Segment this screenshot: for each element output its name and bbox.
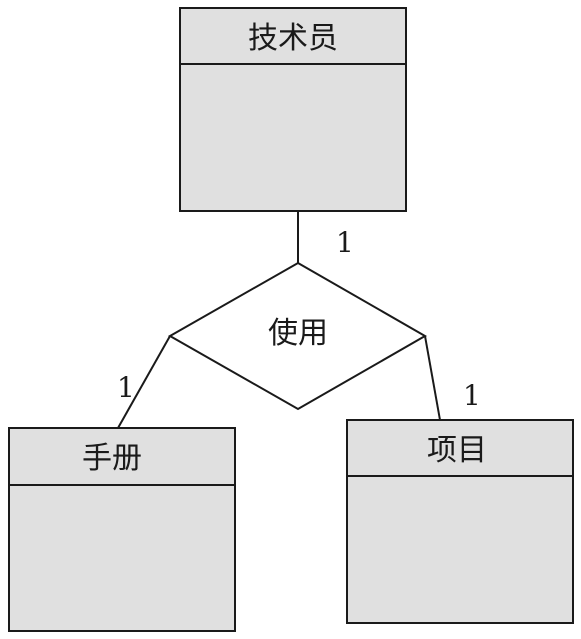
entity-manual-name: 手册 [82, 441, 142, 476]
entity-technician-box [179, 7, 407, 212]
cardinality-manual: 1 [117, 371, 135, 404]
relationship-use-name: 使用 [268, 316, 328, 351]
cardinality-project: 1 [463, 379, 481, 412]
entity-technician[interactable]: 技术员 [179, 7, 407, 212]
relationship-use-diamond [167, 261, 428, 411]
entity-technician-name: 技术员 [248, 21, 338, 56]
manual-connector [117, 335, 171, 429]
entity-manual[interactable]: 手册 [8, 427, 236, 632]
entity-manual-box [8, 427, 236, 632]
connectors [117, 211, 441, 429]
entity-project-box [346, 419, 574, 624]
entity-project[interactable]: 项目 [346, 419, 574, 624]
relationship-use[interactable]: 使用 [167, 261, 428, 411]
cardinality-technician: 1 [336, 226, 354, 259]
project-connector [424, 335, 441, 421]
entity-project-name: 项目 [427, 433, 487, 468]
